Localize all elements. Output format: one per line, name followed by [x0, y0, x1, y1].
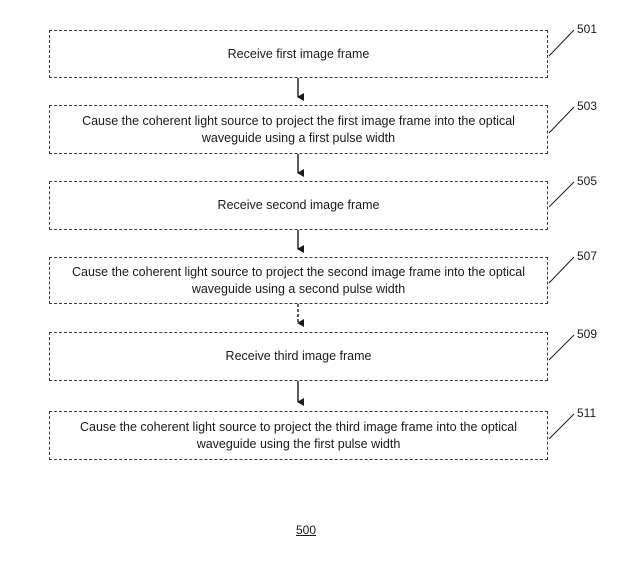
- ref-leader-505: [548, 181, 575, 208]
- ref-label-503: 503: [577, 99, 598, 113]
- step-text-501: Receive first image frame: [227, 46, 370, 61]
- ref-leader-501: [548, 29, 575, 57]
- ref-label-505: 505: [577, 174, 598, 188]
- step-box-505: Receive second image frame: [49, 181, 548, 230]
- figure-label: 500: [296, 523, 317, 537]
- step-text-507: Cause the coherent light source to proje…: [71, 264, 526, 296]
- step-box-509: Receive third image frame: [49, 332, 548, 381]
- step-box-511: Cause the coherent light source to proje…: [49, 411, 548, 460]
- ref-leader-511: [548, 413, 575, 440]
- step-box-503: Cause the coherent light source to proje…: [49, 105, 548, 154]
- step-text-509: Receive third image frame: [225, 349, 372, 363]
- step-text-503: Cause the coherent light source to proje…: [82, 113, 515, 145]
- ref-label-511: 511: [577, 406, 597, 420]
- step-text-505: Receive second image frame: [217, 198, 380, 212]
- step-box-507: Cause the coherent light source to proje…: [49, 257, 548, 304]
- ref-label-507: 507: [577, 249, 598, 263]
- step-box-501: Receive first image frame: [49, 30, 548, 78]
- ref-leader-507: [548, 256, 575, 284]
- ref-label-509: 509: [577, 327, 598, 341]
- ref-leader-503: [548, 106, 575, 134]
- step-text-511: Cause the coherent light source to proje…: [79, 419, 518, 451]
- ref-leader-509: [548, 334, 575, 361]
- ref-label-501: 501: [577, 22, 598, 36]
